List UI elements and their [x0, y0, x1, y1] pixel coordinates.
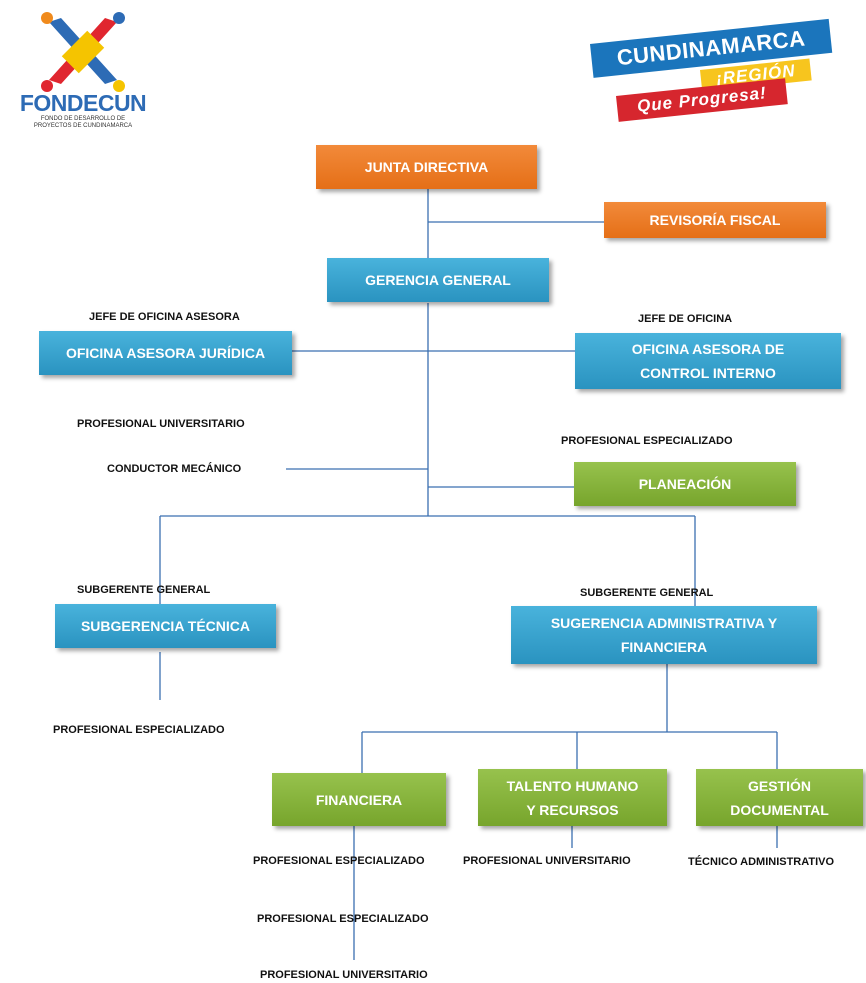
- cundinamarca-logo: CUNDINAMARCA ¡REGIÓN Que Progresa!: [590, 18, 835, 130]
- junta-directiva-box: JUNTA DIRECTIVA: [316, 145, 537, 189]
- subgerente-general-tecnica-label: SUBGERENTE GENERAL: [77, 584, 211, 596]
- planeacion-box: PLANEACIÓN: [574, 462, 796, 506]
- gestion-documental-box: GESTIÓN DOCUMENTAL: [696, 769, 863, 826]
- revisoria-fiscal-box: REVISORÍA FISCAL: [604, 202, 826, 238]
- jefe-oficina-asesora-label: JEFE DE OFICINA ASESORA: [89, 311, 240, 323]
- talento-staff-label: PROFESIONAL UNIVERSITARIO: [463, 855, 631, 867]
- fondecun-logo-text: FONDECUN: [19, 90, 147, 116]
- gestion-staff-label: TÉCNICO ADMINISTRATIVO: [688, 856, 835, 868]
- financiera-staff-1-label: PROFESIONAL ESPECIALIZADO: [253, 855, 425, 867]
- fondecun-logo: FONDECUN FONDO DE DESARROLLO DE PROYECTO…: [8, 10, 158, 130]
- profesional-universitario-label: PROFESIONAL UNIVERSITARIO: [77, 418, 245, 430]
- subgerencia-tecnica-box: SUBGERENCIA TÉCNICA: [55, 604, 276, 648]
- financiera-box: FINANCIERA: [272, 773, 446, 826]
- profesional-especializado-tecnica-label: PROFESIONAL ESPECIALIZADO: [53, 724, 225, 736]
- conductor-mecanico-label: CONDUCTOR MECÁNICO: [107, 463, 242, 475]
- subgerencia-administrativa-box: SUGERENCIA ADMINISTRATIVA Y FINANCIERA: [511, 606, 817, 664]
- financiera-staff-2-label: PROFESIONAL ESPECIALIZADO: [257, 913, 429, 925]
- jefe-oficina-label: JEFE DE OFICINA: [638, 313, 733, 325]
- subgerente-general-admin-label: SUBGERENTE GENERAL: [580, 587, 714, 599]
- talento-humano-box: TALENTO HUMANO Y RECURSOS: [478, 769, 667, 826]
- financiera-staff-3-label: PROFESIONAL UNIVERSITARIO: [260, 969, 428, 981]
- oficina-juridica-box: OFICINA ASESORA JURÍDICA: [39, 331, 292, 375]
- gerencia-general-box: GERENCIA GENERAL: [327, 258, 549, 302]
- profesional-especializado-planeacion-label: PROFESIONAL ESPECIALIZADO: [561, 435, 733, 447]
- fondecun-emblem-icon: [41, 12, 125, 92]
- control-interno-box: OFICINA ASESORA DE CONTROL INTERNO: [575, 333, 841, 389]
- fondecun-subtitle-2: PROYECTOS DE CUNDINAMARCA: [33, 123, 133, 129]
- fondecun-subtitle-1: FONDO DE DESARROLLO DE: [40, 116, 126, 122]
